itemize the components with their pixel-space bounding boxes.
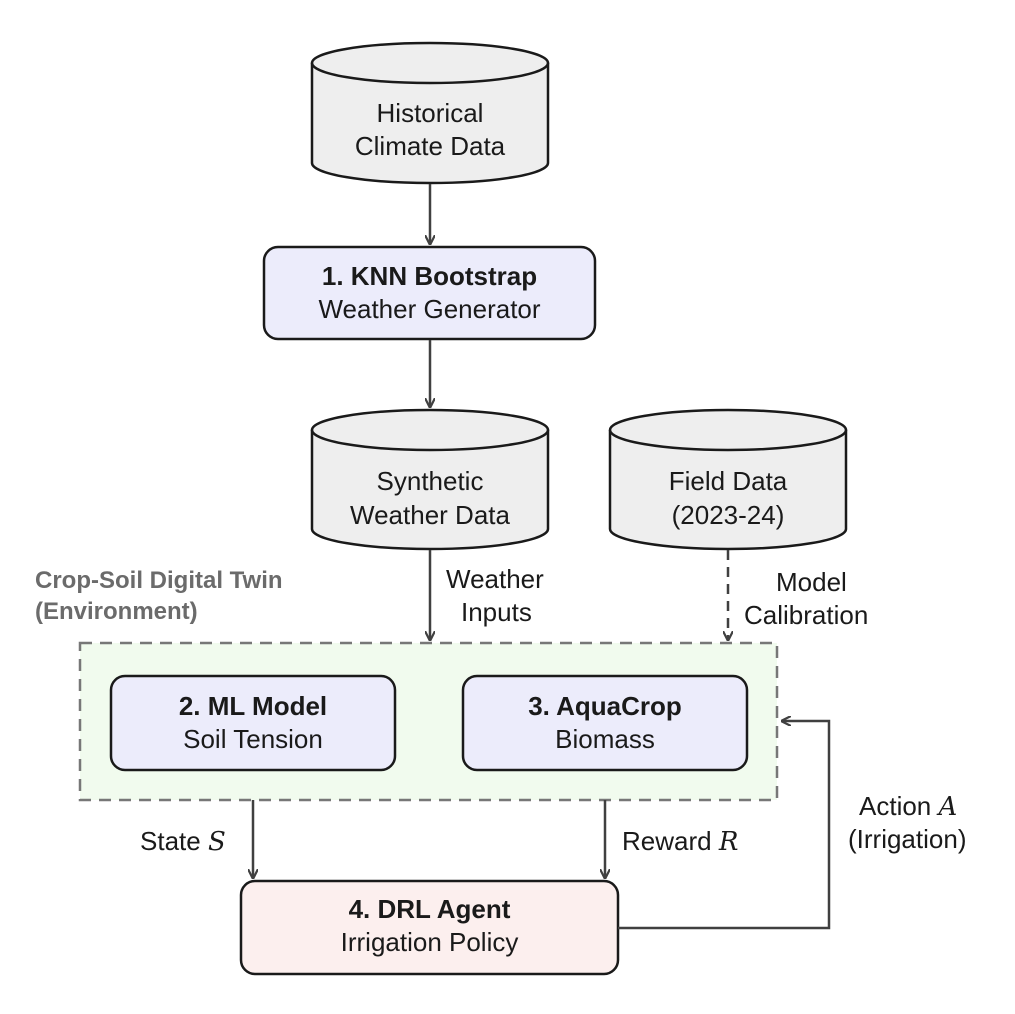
weather-inputs-label-line2: Inputs	[461, 597, 532, 627]
action-symbol: A	[937, 792, 958, 822]
group-label-line2: (Environment)	[35, 598, 198, 625]
model-calibration-label-line2: Calibration	[744, 600, 868, 630]
aquacrop-title: 3. AquaCrop	[528, 691, 682, 721]
field-line2: (2023-24)	[672, 500, 785, 530]
action-label-text: Action	[859, 791, 939, 821]
ml-title: 2. ML Model	[179, 691, 327, 721]
aquacrop-node: 3. AquaCrop Biomass	[461, 674, 749, 772]
state-symbol: S	[208, 827, 226, 857]
state-label: State S	[140, 826, 226, 857]
drl-subtitle: Irrigation Policy	[341, 927, 519, 957]
reward-label: Reward R	[622, 826, 738, 857]
synthetic-weather-database: Synthetic Weather Data	[310, 408, 550, 551]
drl-title: 4. DRL Agent	[349, 894, 511, 924]
knn-bootstrap-node: 1. KNN Bootstrap Weather Generator	[262, 245, 597, 341]
weather-inputs-label-line1: Weather	[446, 564, 544, 594]
historical-climate-database: Historical Climate Data	[310, 41, 550, 185]
action-label: Action A	[859, 791, 957, 822]
knn-subtitle: Weather Generator	[318, 294, 540, 324]
historical-line1: Historical	[377, 98, 484, 128]
field-line1: Field Data	[669, 466, 788, 496]
field-data-database: Field Data (2023-24)	[608, 408, 848, 551]
model-calibration-label-line1: Model	[776, 567, 847, 597]
action-label-line2: (Irrigation)	[848, 824, 966, 854]
synthetic-line1: Synthetic	[377, 466, 484, 496]
ml-subtitle: Soil Tension	[183, 724, 323, 754]
ml-model-node: 2. ML Model Soil Tension	[109, 674, 397, 772]
synthetic-line2: Weather Data	[350, 500, 510, 530]
drl-agent-node: 4. DRL Agent Irrigation Policy	[239, 879, 620, 976]
knn-title: 1. KNN Bootstrap	[322, 261, 537, 291]
reward-symbol: R	[718, 827, 739, 857]
aquacrop-subtitle: Biomass	[555, 724, 655, 754]
reward-label-text: Reward	[622, 826, 719, 856]
arrow-action-feedback	[618, 721, 831, 930]
historical-line2: Climate Data	[355, 131, 506, 161]
state-label-text: State	[140, 826, 208, 856]
group-label-line1: Crop-Soil Digital Twin	[35, 567, 283, 594]
